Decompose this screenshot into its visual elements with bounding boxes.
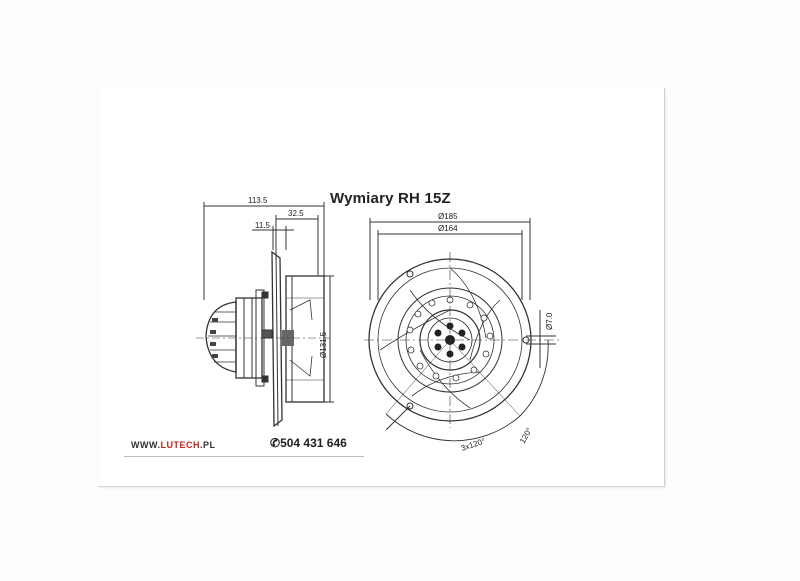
label-hole-diameter: Ø7.0 <box>545 312 554 330</box>
label-flange-offset: 32.5 <box>288 209 304 218</box>
drawing-sheet <box>98 88 665 487</box>
label-hole-pattern: 3x120° <box>460 437 487 453</box>
dim-arc-hole-pattern <box>385 413 521 442</box>
label-overall-length: 113.5 <box>248 196 268 205</box>
label-hole-angle: 120° <box>518 426 534 445</box>
label-hole-circle-diameter: Ø164 <box>438 224 458 233</box>
label-rotor-diameter: Ø131.5 <box>319 331 328 358</box>
mounting-flange <box>271 250 283 428</box>
label-flange-thickness: 11.5 <box>255 221 271 230</box>
footer-divider <box>124 456 364 457</box>
website-link[interactable]: WWW.LUTECH.PL <box>131 440 216 450</box>
mounting-hole-top <box>406 270 414 278</box>
phone-icon: ✆ <box>270 436 281 450</box>
label-outer-diameter: Ø185 <box>438 212 458 221</box>
drawing-title: Wymiary RH 15Z <box>330 190 451 207</box>
mounting-hole-bottom <box>406 402 414 410</box>
dim-arc-hole-angle <box>519 339 549 417</box>
motor-dome <box>205 301 237 373</box>
phone-number: ✆504 431 646 <box>270 436 347 450</box>
brand-name: LUTECH <box>160 440 200 450</box>
